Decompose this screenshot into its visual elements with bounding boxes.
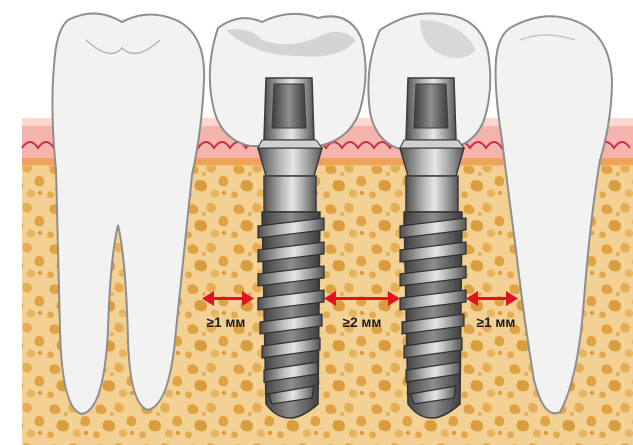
implant-right: [400, 78, 466, 418]
spacing-label-right: ≥1 мм: [477, 315, 516, 330]
implant-left: [258, 78, 324, 418]
spacing-label-left: ≥1 мм: [207, 315, 246, 330]
spacing-label-middle: ≥2 мм: [343, 315, 382, 330]
